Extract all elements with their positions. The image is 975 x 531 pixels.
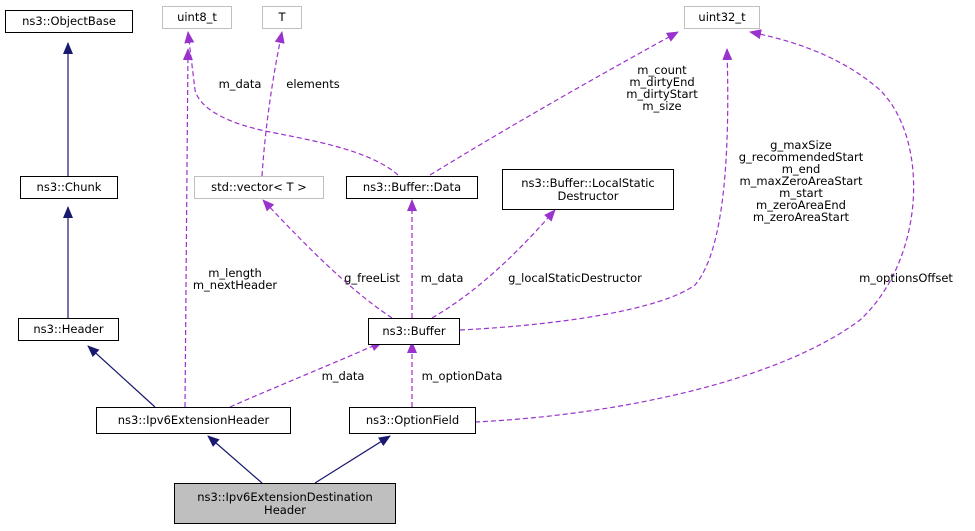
label-vector-t: elements bbox=[286, 77, 340, 91]
label-ipv6ext-buffer: m_data bbox=[321, 369, 365, 383]
node-t[interactable]: T bbox=[262, 6, 302, 29]
node-uint8[interactable]: uint8_t bbox=[162, 6, 232, 29]
node-std-vector[interactable]: std::vector< T > bbox=[194, 176, 324, 199]
label-bufdata-uint8: m_data bbox=[218, 77, 262, 91]
node-chunk[interactable]: ns3::Chunk bbox=[20, 176, 118, 199]
label-buffer-vector: g_freeList bbox=[344, 271, 400, 285]
edge-ipv6ext-to-header bbox=[87, 345, 156, 408]
label-optionfield-uint32: m_optionsOffset bbox=[859, 271, 953, 285]
label-buffer-bufdata: m_data bbox=[420, 271, 464, 285]
node-optionfield[interactable]: ns3::OptionField bbox=[349, 407, 476, 434]
node-uint32[interactable]: uint32_t bbox=[684, 6, 760, 29]
node-objectbase[interactable]: ns3::ObjectBase bbox=[5, 10, 133, 33]
label-buffer-localstatic: g_localStaticDestructor bbox=[508, 271, 642, 285]
node-ipv6extensiondestinationheader[interactable]: ns3::Ipv6ExtensionDestination Header bbox=[174, 483, 396, 524]
edge-dest-to-optionfield bbox=[314, 435, 391, 484]
edge-buffer-to-vector bbox=[262, 199, 393, 319]
edge-optionfield-to-uint32 bbox=[474, 29, 915, 423]
label-optionfield-buffer: m_optionData bbox=[421, 369, 503, 383]
edge-vector-to-t bbox=[261, 31, 285, 177]
node-buffer-localstatic-destructor[interactable]: ns3::Buffer::LocalStatic Destructor bbox=[502, 169, 674, 210]
label-bufdata-uint32: m_count m_dirtyEnd m_dirtyStart m_size bbox=[626, 63, 698, 113]
node-buffer[interactable]: ns3::Buffer bbox=[368, 318, 460, 345]
node-ipv6extensionheader[interactable]: ns3::Ipv6ExtensionHeader bbox=[96, 407, 291, 434]
edge-dest-to-ipv6ext bbox=[207, 435, 263, 484]
edge-bufdata-to-uint8 bbox=[184, 31, 399, 176]
node-buffer-data[interactable]: ns3::Buffer::Data bbox=[346, 176, 478, 199]
edge-bufdata-to-uint32 bbox=[429, 31, 679, 176]
label-buffer-uint32: g_maxSize g_recommendedStart m_end m_max… bbox=[738, 138, 864, 224]
edge-buffer-to-uint32 bbox=[459, 48, 733, 331]
node-header[interactable]: ns3::Header bbox=[18, 318, 119, 341]
edge-ipv6ext-to-uint8 bbox=[182, 48, 193, 408]
edge-buffer-to-localstatic bbox=[431, 209, 556, 319]
label-ipv6ext-uint8: m_length m_nextHeader bbox=[192, 266, 278, 292]
edge-ipv6ext-to-buffer bbox=[229, 341, 383, 408]
